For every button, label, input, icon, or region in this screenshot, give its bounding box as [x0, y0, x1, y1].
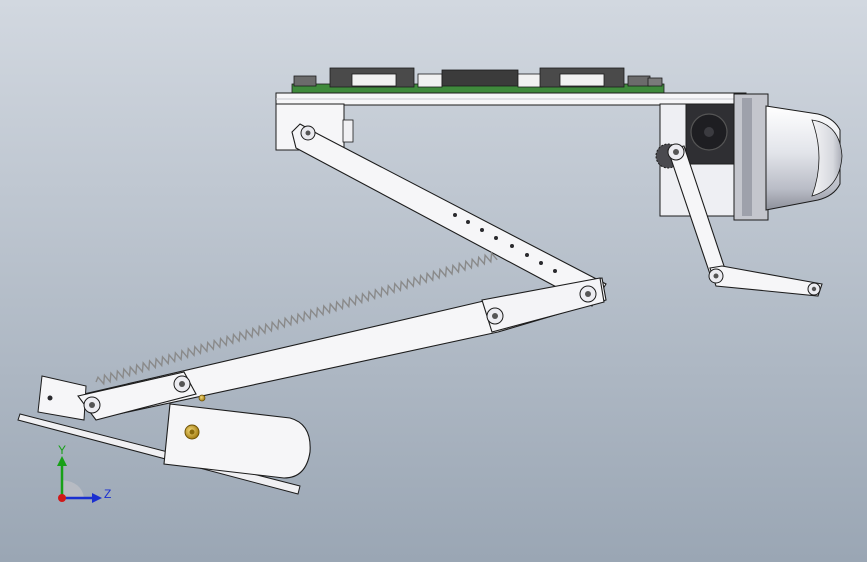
triad-xy-plane — [62, 480, 84, 498]
camera-motor[interactable] — [733, 93, 843, 221]
axis-triad[interactable]: Y Z — [57, 443, 111, 503]
z-axis-label: Z — [104, 487, 111, 501]
y-axis-arrow-icon — [57, 456, 67, 466]
connector-row — [293, 67, 663, 88]
x-axis-origin-icon — [58, 494, 66, 502]
upper-linkage-arm[interactable] — [291, 123, 607, 307]
y-axis-label: Y — [58, 443, 66, 457]
z-axis-arrow-icon — [92, 493, 102, 503]
adjustment-holes — [453, 213, 557, 273]
lower-linkage-arm[interactable] — [83, 277, 607, 419]
foot-assembly[interactable] — [17, 371, 311, 495]
tension-spring — [95, 251, 498, 386]
right-leg-link[interactable] — [667, 143, 823, 297]
